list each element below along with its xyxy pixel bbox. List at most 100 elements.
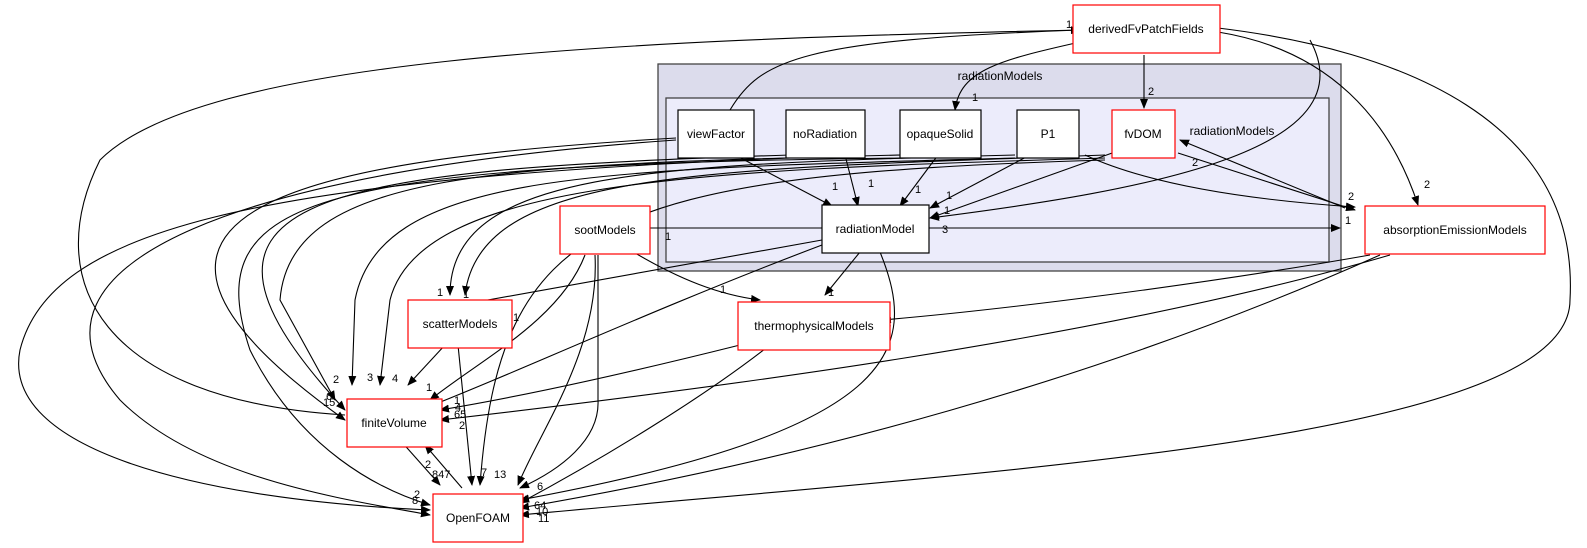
svg-text:3: 3 <box>367 372 373 384</box>
svg-text:viewFactor: viewFactor <box>687 127 745 141</box>
node-p1[interactable]: P1 <box>1016 109 1080 159</box>
svg-text:1: 1 <box>828 287 834 299</box>
svg-text:6: 6 <box>537 481 543 493</box>
svg-text:2: 2 <box>1348 191 1354 203</box>
svg-text:1: 1 <box>832 181 838 193</box>
svg-text:scatterModels: scatterModels <box>423 317 498 331</box>
edge-fvdom-finitevolume <box>377 157 1106 386</box>
node-finitevolume[interactable]: finiteVolume <box>346 398 443 448</box>
edge-noradiation-finitevolume <box>261 154 791 411</box>
svg-text:derivedFvPatchFields: derivedFvPatchFields <box>1088 22 1203 36</box>
svg-text:1: 1 <box>463 289 469 301</box>
edge-viewfactor-finitevolume <box>214 137 677 421</box>
node-opaquesolid[interactable]: opaqueSolid <box>899 109 982 159</box>
svg-text:847: 847 <box>432 469 450 481</box>
node-noradiation[interactable]: noRadiation <box>785 109 866 159</box>
node-radiationmodel[interactable]: radiationModel <box>821 204 930 254</box>
edge-opaque-finitevolume <box>279 154 901 401</box>
edge-derived-openfoam <box>519 27 1571 519</box>
edge-rm-thermo <box>824 251 861 296</box>
svg-text:absorptionEmissionModels: absorptionEmissionModels <box>1383 223 1526 237</box>
svg-text:opaqueSolid: opaqueSolid <box>907 127 974 141</box>
svg-text:sootModels: sootModels <box>574 223 635 237</box>
outer-cluster-label: radiationModels <box>958 69 1043 83</box>
svg-text:1: 1 <box>944 205 950 217</box>
svg-text:1: 1 <box>665 231 671 243</box>
svg-text:65: 65 <box>454 409 466 421</box>
node-derivedfvpatchfields[interactable]: derivedFvPatchFields <box>1072 4 1221 54</box>
svg-text:1: 1 <box>868 178 874 190</box>
edge-soot-thermo <box>629 249 761 303</box>
edge-opaque-openfoam <box>238 157 901 507</box>
svg-text:1: 1 <box>972 92 978 104</box>
svg-text:1: 1 <box>915 184 921 196</box>
edge-abs-finitevolume <box>439 254 1391 423</box>
edge-p1-finitevolume <box>348 157 1016 386</box>
svg-text:1: 1 <box>437 287 443 299</box>
edge-viewfactor-rm <box>734 154 833 207</box>
svg-text:OpenFOAM: OpenFOAM <box>446 511 510 525</box>
edge-rm-finitevolume <box>419 244 823 411</box>
edge-viewfactor-derived <box>729 29 1081 111</box>
svg-text:fvDOM: fvDOM <box>1124 127 1161 141</box>
edge-thermo-openfoam <box>519 344 771 504</box>
node-sootmodels[interactable]: sootModels <box>559 205 651 255</box>
svg-text:8: 8 <box>412 495 418 507</box>
svg-text:6: 6 <box>326 391 332 403</box>
svg-text:2: 2 <box>459 420 465 432</box>
svg-text:1: 1 <box>1345 215 1351 227</box>
svg-text:4: 4 <box>392 373 398 385</box>
edge-openfoam-finitevolume <box>424 444 463 489</box>
edge-noradiation-openfoam <box>18 157 791 514</box>
svg-text:2: 2 <box>333 374 339 386</box>
svg-text:1: 1 <box>720 284 726 296</box>
svg-text:1: 1 <box>426 382 432 394</box>
svg-text:1: 1 <box>1066 19 1072 31</box>
edge-scatter-finitevolume <box>407 344 446 386</box>
svg-text:7: 7 <box>481 467 487 479</box>
node-thermophysicalmodels[interactable]: thermophysicalModels <box>737 301 891 351</box>
svg-text:3: 3 <box>942 224 948 236</box>
svg-text:4: 4 <box>455 402 461 414</box>
svg-text:13: 13 <box>494 469 506 481</box>
edge-soot-openfoam2 <box>519 255 599 489</box>
svg-text:1: 1 <box>946 190 952 202</box>
edge-rm-scatter <box>459 239 823 308</box>
edge-labels: 1 1 2 2 1 1 1 1 1 3 1 1 2 2 1 4 1 1 1 1 … <box>323 19 1430 525</box>
svg-text:2: 2 <box>414 489 420 501</box>
edge-soot-openfoam <box>517 254 596 486</box>
node-openfoam[interactable]: OpenFOAM <box>432 493 524 543</box>
svg-text:10: 10 <box>536 506 548 518</box>
edge-derived-opaquesolid <box>952 41 1081 111</box>
svg-text:1: 1 <box>454 395 460 407</box>
edge-thermo-finitevolume <box>439 344 741 413</box>
edge-p1-scatter <box>446 154 1016 296</box>
inner-cluster-label: radiationModels <box>1190 124 1275 138</box>
svg-text:15: 15 <box>323 397 335 409</box>
svg-text:2: 2 <box>1424 179 1430 191</box>
svg-text:thermophysicalModels: thermophysicalModels <box>754 319 873 333</box>
svg-text:noRadiation: noRadiation <box>793 127 857 141</box>
svg-text:2: 2 <box>1148 86 1154 98</box>
node-viewfactor[interactable]: viewFactor <box>677 109 755 159</box>
edge-abs-thermo <box>881 254 1371 324</box>
edge-fvdom-rm <box>929 151 1116 219</box>
edge-abs-fvdom <box>1179 139 1346 209</box>
svg-text:P1: P1 <box>1041 127 1056 141</box>
svg-text:64: 64 <box>534 500 546 512</box>
svg-text:1: 1 <box>513 312 519 324</box>
inner-cluster <box>665 97 1330 263</box>
node-scattermodels[interactable]: scatterModels <box>407 299 513 349</box>
edge-rm-openfoam <box>519 251 896 503</box>
edge-fvdom-scatter <box>462 154 1106 296</box>
edge-soot-finitevolume <box>429 254 586 401</box>
edge-derived-radiationmodel <box>929 39 1321 221</box>
node-absorptionemissionmodels[interactable]: absorptionEmissionModels <box>1364 205 1546 255</box>
svg-text:2: 2 <box>425 459 431 471</box>
edge-derived-absorption <box>1217 31 1419 206</box>
node-fvdom[interactable]: fvDOM <box>1111 109 1176 159</box>
edge-finitevolume-derived <box>78 26 1081 416</box>
svg-text:2: 2 <box>1192 157 1198 169</box>
svg-text:radiationModel: radiationModel <box>836 222 915 236</box>
